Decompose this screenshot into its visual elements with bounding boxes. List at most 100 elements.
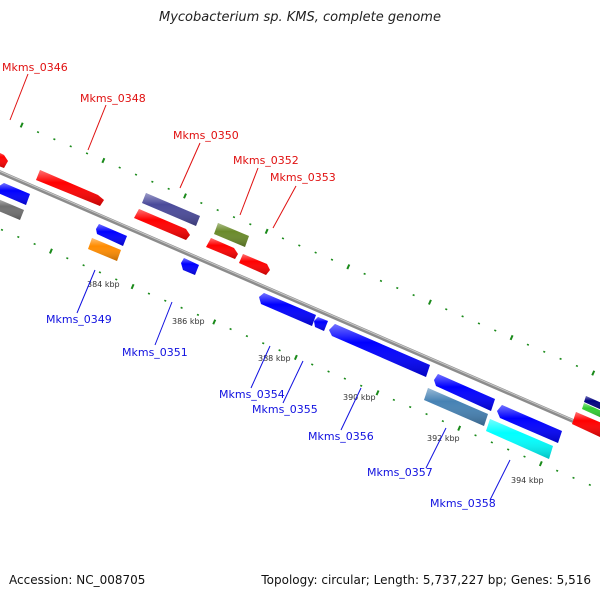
- gene-label[interactable]: Mkms_0351: [122, 346, 188, 359]
- feature-shade: [214, 223, 249, 247]
- major-tick: [375, 390, 380, 396]
- feature-shade: [497, 405, 562, 443]
- minor-tick: [572, 476, 575, 479]
- minor-tick: [0, 228, 4, 232]
- leader-line: [154, 301, 173, 346]
- minor-tick: [310, 363, 314, 366]
- minor-tick: [298, 244, 301, 247]
- feature-shade: [0, 153, 8, 168]
- minor-tick: [555, 469, 559, 472]
- major-tick: [130, 283, 135, 290]
- minor-tick: [392, 398, 396, 402]
- minor-tick: [526, 343, 530, 346]
- gene-label[interactable]: Mkms_0346: [2, 61, 68, 74]
- minor-tick: [281, 237, 285, 240]
- minor-tick: [506, 448, 510, 451]
- leader-line: [9, 73, 29, 121]
- gene-label[interactable]: Mkms_0349: [46, 313, 112, 326]
- minor-tick: [33, 242, 36, 246]
- gene-label[interactable]: Mkms_0353: [270, 171, 336, 184]
- leader-line: [179, 142, 201, 189]
- minor-tick: [164, 299, 167, 302]
- feature-shading: [0, 153, 600, 459]
- minor-tick: [249, 223, 252, 226]
- minor-tick: [396, 286, 399, 290]
- leader-line: [489, 459, 511, 501]
- leader-line: [282, 360, 304, 404]
- scale-label: 390 kbp: [343, 393, 376, 402]
- feature-shade: [486, 419, 553, 459]
- minor-tick: [494, 329, 497, 332]
- feature-shade: [134, 209, 190, 240]
- backbone: [0, 170, 600, 435]
- minor-tick: [36, 131, 40, 134]
- tick-marks: [0, 122, 596, 487]
- minor-tick: [278, 349, 281, 352]
- scale-label: 392 kbp: [427, 434, 460, 443]
- minor-tick: [115, 278, 118, 281]
- scale-label: 394 kbp: [511, 476, 544, 485]
- minor-tick: [151, 180, 154, 183]
- leader-line: [239, 167, 259, 216]
- gene-label[interactable]: Mkms_0348: [80, 92, 146, 105]
- gene-label[interactable]: Mkms_0354: [219, 388, 285, 401]
- gene-label[interactable]: Mkms_0355: [252, 403, 318, 416]
- major-tick: [212, 319, 217, 325]
- gene-label[interactable]: Mkms_0357: [367, 466, 433, 479]
- minor-tick: [477, 322, 481, 325]
- minor-tick: [408, 405, 412, 409]
- leader-line: [340, 387, 362, 431]
- minor-tick: [200, 201, 203, 205]
- feature-shade: [36, 170, 104, 206]
- feature-shade: [181, 258, 199, 275]
- minor-tick: [559, 357, 562, 361]
- gene-label[interactable]: Mkms_0356: [308, 430, 374, 443]
- feature-shade: [142, 193, 200, 226]
- minor-tick: [98, 271, 102, 274]
- accession-text: Accession: NC_008705: [9, 573, 146, 587]
- feature-shade: [96, 224, 127, 246]
- major-tick: [101, 157, 106, 164]
- scale-labels: 384 kbp 386 kbp 388 kbp 390 kbp 392 kbp …: [87, 280, 544, 485]
- minor-tick: [53, 138, 56, 141]
- minor-tick: [216, 208, 219, 212]
- minor-tick: [425, 412, 428, 416]
- feature-shade: [239, 254, 270, 275]
- minor-tick: [167, 187, 170, 190]
- map-title: Mycobacterium sp. KMS, complete genome: [159, 10, 441, 25]
- forward-labels: Mkms_0346 Mkms_0348 Mkms_0350 Mkms_0352 …: [2, 61, 336, 229]
- major-tick: [591, 370, 596, 376]
- backbone-line: [0, 170, 600, 435]
- minor-tick: [461, 315, 464, 318]
- leader-line: [250, 345, 271, 389]
- major-tick: [428, 299, 432, 305]
- minor-tick: [445, 308, 448, 311]
- minor-tick: [82, 264, 85, 267]
- gene-label[interactable]: Mkms_0352: [233, 154, 299, 167]
- minor-tick: [314, 251, 317, 254]
- minor-tick: [118, 166, 121, 169]
- feature-shade: [0, 183, 30, 205]
- minor-tick: [575, 364, 579, 368]
- minor-tick: [588, 483, 592, 487]
- minor-tick: [523, 455, 526, 458]
- major-tick: [538, 460, 543, 467]
- backbone-highlight: [0, 170, 600, 433]
- minor-tick: [359, 384, 363, 387]
- minor-tick: [147, 292, 151, 295]
- reverse-labels: Mkms_0349 Mkms_0351 Mkms_0354 Mkms_0355 …: [46, 269, 511, 510]
- minor-tick: [543, 350, 546, 353]
- major-tick: [19, 122, 24, 128]
- leader-line: [76, 269, 96, 314]
- leader-line: [272, 185, 297, 229]
- minor-tick: [474, 434, 477, 437]
- gene-label[interactable]: Mkms_0358: [430, 497, 496, 510]
- minor-tick: [85, 152, 89, 155]
- minor-tick: [69, 145, 72, 148]
- gene-label[interactable]: Mkms_0350: [173, 129, 239, 142]
- major-tick: [183, 193, 187, 199]
- minor-tick: [379, 279, 383, 283]
- feature-shade: [329, 324, 430, 377]
- leader-line: [87, 104, 107, 151]
